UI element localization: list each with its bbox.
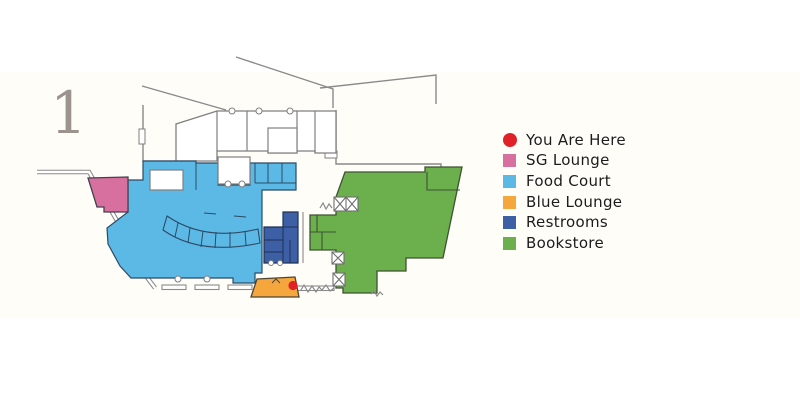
sg-lounge-swatch-icon [503, 154, 516, 168]
region-food-court [106, 160, 297, 284]
blue-lounge-swatch-icon [503, 195, 516, 209]
blue-lounge-area [250, 276, 300, 298]
restrooms-swatch-icon [503, 216, 516, 230]
legend-label: Food Court [526, 171, 611, 190]
legend-item-restrooms: Restrooms [503, 212, 626, 233]
inner-white-rooms [149, 156, 251, 191]
you-are-here-marker [288, 280, 298, 291]
bookstore-swatch-icon [503, 236, 516, 250]
restrooms-area [263, 211, 299, 264]
legend-label: Bookstore [526, 233, 604, 252]
legend-label: You Are Here [526, 130, 626, 149]
legend-item-blue-lounge: Blue Lounge [503, 192, 626, 213]
elevator-boxes [331, 196, 359, 287]
you-are-here-dot-icon [503, 133, 517, 148]
legend-item-sg-lounge: SG Lounge [503, 151, 626, 172]
region-blue-lounge [250, 276, 300, 298]
wall-dash [161, 284, 187, 291]
wall-dash [194, 284, 220, 291]
legend-item-food-court: Food Court [503, 171, 626, 192]
wall-squiggles [300, 201, 384, 298]
legend-item-bookstore: Bookstore [503, 233, 626, 254]
legend-label: Restrooms [526, 213, 608, 232]
legend-label: SG Lounge [526, 151, 610, 170]
region-sg-lounge [87, 176, 129, 213]
legend: You Are Here SG Lounge Food Court Blue L… [503, 130, 626, 254]
floor-number: 1 [50, 79, 87, 147]
food-stall-arc [162, 215, 261, 248]
food-court-area [106, 160, 297, 284]
region-restrooms [263, 211, 299, 266]
legend-label: Blue Lounge [526, 192, 623, 211]
upper-rooms [138, 105, 337, 162]
food-court-swatch-icon [503, 174, 516, 188]
legend-item-you-are-here: You Are Here [503, 130, 626, 151]
wall-dash [227, 284, 253, 291]
